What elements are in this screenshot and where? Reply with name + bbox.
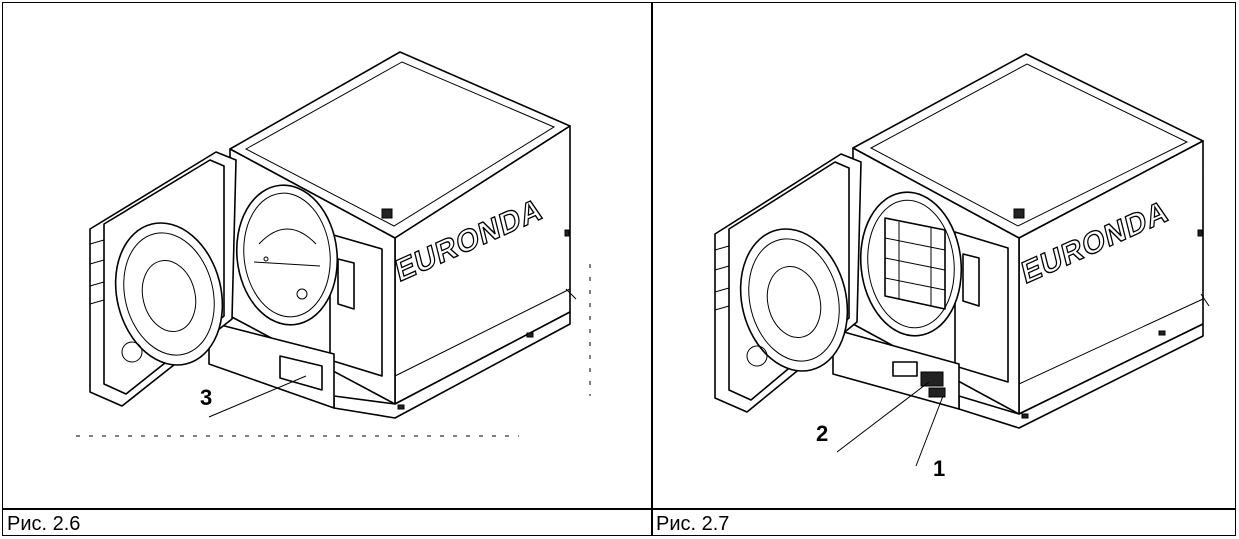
figure-2-6-panel: EURONDA 3 [4, 4, 650, 507]
callout-1: 1 [933, 456, 945, 481]
callout-3: 3 [200, 385, 212, 410]
callout-2: 2 [816, 421, 828, 446]
autoclave-door-open-illustration: EURONDA 3 [76, 51, 591, 437]
autoclave-chamber-open-illustration: EURONDA 2 1 [714, 53, 1210, 481]
figure-2-6-caption: Рис. 2.6 [7, 513, 81, 535]
figure-2-7-caption: Рис. 2.7 [656, 513, 730, 535]
column-divider [651, 2, 653, 536]
caption-row-divider [2, 508, 1236, 510]
figure-2-7-panel: EURONDA 2 1 [653, 4, 1235, 507]
